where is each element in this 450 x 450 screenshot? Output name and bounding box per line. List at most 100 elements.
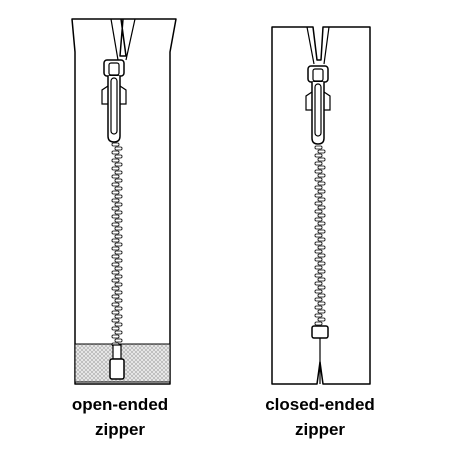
closed-ended-caption: closed-ended zipper [225,392,415,442]
zipper-tooth [317,197,326,202]
zipper-tooth [317,253,326,258]
closed-ended-teeth [314,145,326,326]
zipper-tooth [111,238,120,243]
zipper-tooth [314,201,323,206]
zipper-tooth [111,182,120,187]
zipper-tooth [111,174,120,179]
closed-ended-caption-line2: zipper [294,420,346,439]
zipper-tooth [111,254,120,259]
zipper-tooth [114,210,123,215]
zipper-tooth [317,181,326,186]
zipper-tooth [314,265,323,270]
zipper-tooth [114,266,123,271]
closed-ended-tape [271,26,371,385]
zipper-tooth [314,321,323,326]
zipper-tooth [111,198,120,203]
zipper-tooth [111,286,120,291]
zipper-tooth [314,273,323,278]
zipper-tooth [114,186,123,191]
zipper-tooth [111,294,120,299]
zipper-tooth [111,158,120,163]
open-ended-retainer-box [109,344,125,380]
zipper-tooth [314,169,323,174]
zipper-tooth [114,234,123,239]
zipper-tooth [317,293,326,298]
zipper-tooth [114,250,123,255]
zipper-tooth [317,277,326,282]
zipper-tooth [317,221,326,226]
zipper-tooth [111,190,120,195]
zipper-tooth [111,310,120,315]
zipper-tooth [111,270,120,275]
zipper-tooth [317,173,326,178]
zipper-tooth [317,229,326,234]
zipper-tooth [314,241,323,246]
closed-ended-bottom-stop [311,325,329,339]
zipper-tooth [317,317,326,322]
zipper-tooth [314,281,323,286]
zipper-tooth [114,178,123,183]
zipper-tooth [317,301,326,306]
zipper-tooth [114,274,123,279]
zipper-tooth [314,177,323,182]
open-ended-slider [101,59,127,143]
zipper-tooth [314,233,323,238]
zipper-tooth [111,246,120,251]
open-ended-teeth [111,142,123,347]
zipper-tooth [111,142,120,147]
zipper-tooth [111,150,120,155]
zipper-tooth [317,189,326,194]
zipper-tooth [114,322,123,327]
zipper-tooth [111,318,120,323]
zipper-tooth [314,217,323,222]
open-ended-caption-line2: zipper [94,420,146,439]
zipper-tooth [114,306,123,311]
zipper-tooth [111,206,120,211]
zipper-tooth [111,230,120,235]
zipper-tooth [314,145,323,150]
zipper-tooth [317,285,326,290]
zipper-tooth [317,157,326,162]
zipper-tooth [317,245,326,250]
zipper-tooth [314,305,323,310]
open-ended-caption-line1: open-ended [71,395,169,414]
zipper-tooth [111,326,120,331]
zipper-tooth [111,222,120,227]
zipper-tooth [314,185,323,190]
zipper-tooth [114,162,123,167]
zipper-tooth [111,278,120,283]
zipper-tooth [114,242,123,247]
zipper-tooth [114,298,123,303]
zipper-tooth [314,209,323,214]
open-ended-zipper [71,18,177,385]
zipper-tooth [114,338,123,343]
zipper-tooth [111,334,120,339]
zipper-tooth [114,218,123,223]
zipper-tooth [111,214,120,219]
zipper-tooth [114,146,123,151]
zipper-tooth [314,257,323,262]
open-ended-caption: open-ended zipper [25,392,215,442]
zipper-tooth [314,225,323,230]
zipper-tooth [317,213,326,218]
zipper-tooth [114,282,123,287]
zipper-tooth [314,193,323,198]
zipper-tooth [111,262,120,267]
zipper-tooth [317,261,326,266]
closed-ended-caption-line1: closed-ended [265,395,375,414]
open-ended-tape [71,18,177,385]
closed-ended-slider [305,65,331,145]
zipper-tooth [111,166,120,171]
zipper-tooth [314,153,323,158]
zipper-tooth [114,194,123,199]
zipper-tooth [114,226,123,231]
zipper-tooth [314,297,323,302]
zipper-tooth [314,313,323,318]
zipper-tooth [114,170,123,175]
zipper-tooth [114,290,123,295]
zipper-tooth [317,149,326,154]
zipper-tooth [114,258,123,263]
zipper-tooth [314,289,323,294]
